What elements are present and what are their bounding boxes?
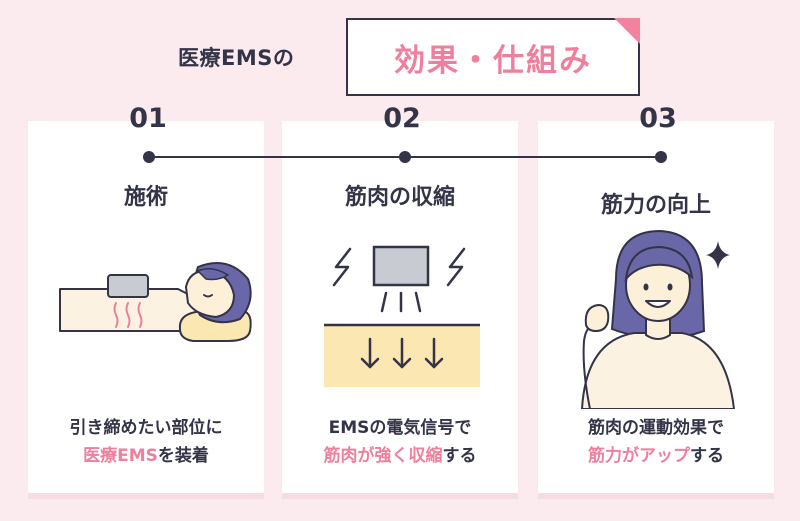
step-description: 筋肉の運動効果で 筋力がアップする <box>538 414 774 470</box>
step-card-2: 筋肉の収縮 EMSの電気信号で 筋肉が強く収縮する <box>282 121 518 499</box>
desc-line-1: 筋肉の運動効果で <box>588 418 724 438</box>
step-number-1: 01 <box>129 103 167 134</box>
step-card-1: 施術 引き締めたい部位に 医療EMSを装着 <box>28 121 264 499</box>
treatment-illustration <box>28 229 264 409</box>
header: 医療EMSの 効果・仕組み <box>0 18 800 98</box>
desc-accent: 医療EMS <box>83 446 158 466</box>
step-description: 引き締めたい部位に 医療EMSを装着 <box>28 414 264 470</box>
desc-rest: する <box>690 446 724 466</box>
step-number-2: 02 <box>383 103 421 134</box>
page-title: 効果・仕組み <box>394 42 592 79</box>
step-title: 筋力の向上 <box>600 193 711 218</box>
timeline-dot-3 <box>655 151 667 163</box>
desc-line-2: 筋肉が強く収縮する <box>282 442 518 470</box>
desc-accent: 筋肉が強く収縮 <box>323 446 443 466</box>
step-title: 施術 <box>123 185 168 210</box>
step-card-3: 筋力の向上 筋肉の運動効果で 筋力がアップする <box>538 121 774 499</box>
timeline-dot-2 <box>399 151 411 163</box>
step-title: 筋肉の収縮 <box>344 185 455 210</box>
header-prefix: 医療EMSの <box>178 46 295 70</box>
desc-accent: 筋力がアップ <box>588 446 690 466</box>
title-corner-accent <box>614 18 640 44</box>
step-number-3: 03 <box>639 103 677 134</box>
step-description: EMSの電気信号で 筋肉が強く収縮する <box>282 414 518 470</box>
desc-rest: する <box>442 446 477 466</box>
desc-rest: を装着 <box>157 446 209 466</box>
desc-line-1: EMSの電気信号で <box>328 418 472 438</box>
title-box: 効果・仕組み <box>346 18 640 96</box>
desc-line-1: 引き締めたい部位に <box>69 418 223 438</box>
desc-line-2: 医療EMSを装着 <box>28 442 264 470</box>
timeline-dot-1 <box>143 151 155 163</box>
muscle-strength-illustration <box>538 229 774 410</box>
desc-line-2: 筋力がアップする <box>538 442 774 470</box>
muscle-contraction-illustration <box>282 229 518 409</box>
